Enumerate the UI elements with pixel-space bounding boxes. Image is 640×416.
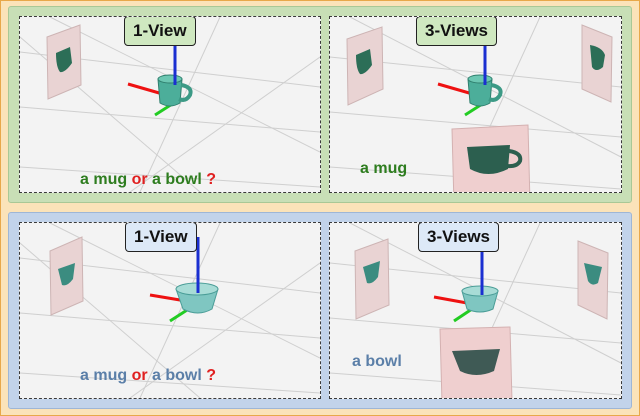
caption-mug: a mug <box>80 171 128 188</box>
bowl-3-views-panel: 3-Views a bowl <box>329 222 622 399</box>
tag-1-view: 1-View <box>124 17 196 46</box>
mug-3-views-scene <box>330 17 621 192</box>
tag-3-views: 3-Views <box>416 17 498 46</box>
caption-or: or <box>131 171 148 188</box>
mug-row: 1-View a mug or a bowl ? <box>8 6 632 203</box>
bowl-3-views-scene <box>330 223 621 398</box>
uncertain-caption: a mug or a bowl ? <box>80 171 216 189</box>
mug-1-view-panel: 1-View a mug or a bowl ? <box>19 16 321 193</box>
caption-bowl: a bowl <box>152 171 202 188</box>
mug-3-views-panel: 3-Views a mug <box>329 16 622 193</box>
bowl-row: 1-View a mug or a bowl ? <box>8 212 632 409</box>
bowl-1-view-panel: 1-View a mug or a bowl ? <box>19 222 321 399</box>
certain-caption-mug: a mug <box>360 160 408 177</box>
tag-1-view: 1-View <box>125 223 197 252</box>
caption-bowl: a bowl <box>152 367 202 384</box>
caption-mug: a mug <box>80 367 128 384</box>
bowl-1-view-scene <box>20 223 320 398</box>
caption-question: ? <box>206 367 217 384</box>
certain-caption-bowl: a bowl <box>352 353 402 370</box>
uncertain-caption: a mug or a bowl ? <box>80 367 216 385</box>
caption-question: ? <box>206 171 217 188</box>
mug-1-view-scene <box>20 17 320 192</box>
caption-or: or <box>131 367 148 384</box>
tag-3-views: 3-Views <box>418 223 500 252</box>
